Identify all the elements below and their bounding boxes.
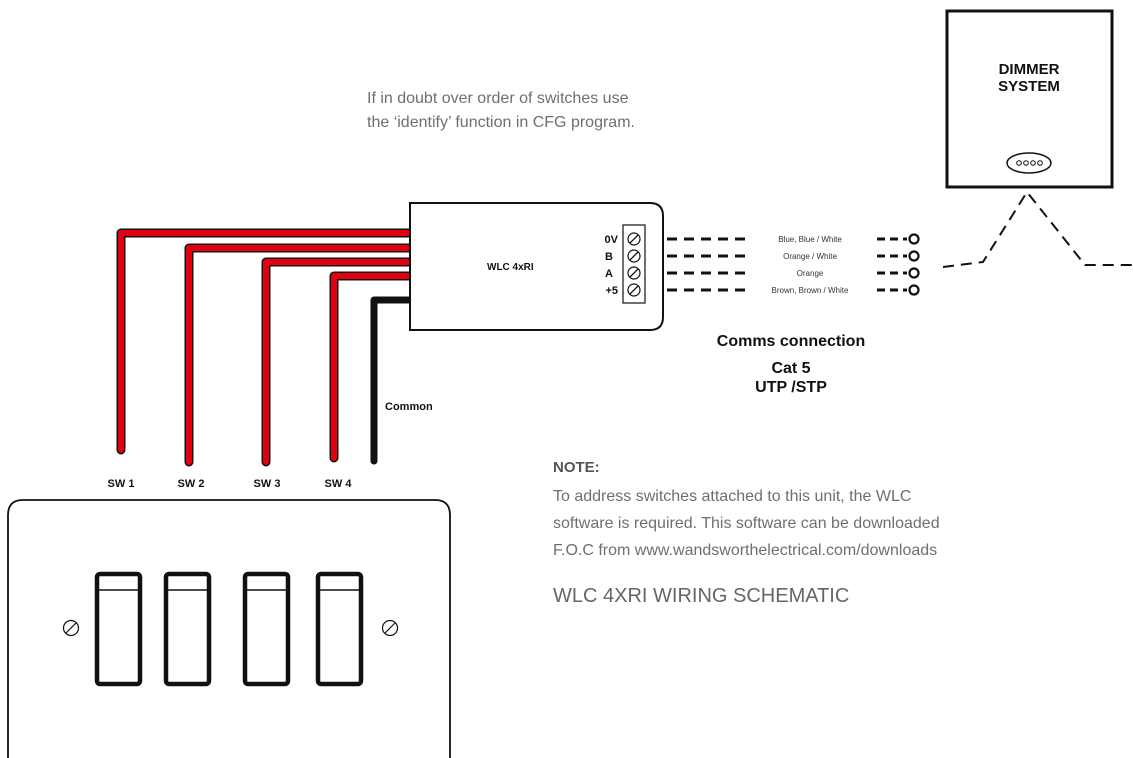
plate-outline: [7, 499, 451, 758]
wire-color-labels: Blue, Blue / White Orange / White Orange…: [772, 235, 849, 295]
terminal-label-a: A: [605, 268, 613, 280]
plate-screw-right: [381, 619, 399, 637]
rocker-sw2: [163, 571, 212, 687]
wire-sw1: [118, 230, 416, 453]
switch-plate: [7, 499, 451, 758]
switch-label-sw4: SW 4: [325, 478, 353, 490]
terminal-labels: 0V B A +5: [605, 234, 619, 297]
doubt-note-line-2: the ‘identify’ function in CFG program.: [367, 114, 635, 131]
terminal-label-plus5: +5: [605, 285, 618, 297]
comms-lines: [667, 237, 907, 292]
switch-label-sw3: SW 3: [254, 478, 281, 490]
doubt-note-line-1: If in doubt over order of switches use: [367, 90, 629, 107]
note-text-line-2: software is required. This software can …: [553, 515, 940, 532]
rocker-sw3: [242, 571, 291, 687]
wire-sw4: [331, 273, 416, 461]
wire-sw3-outline: [261, 257, 418, 467]
switch-wires-fill: [118, 230, 416, 465]
terminal-screw-slots: [629, 234, 639, 295]
common-label: Common: [385, 401, 433, 413]
note-heading: NOTE:: [553, 459, 600, 476]
dimmer-connector-pins: [1016, 160, 1043, 166]
switch-labels: SW 1 SW 2 SW 3 SW 4: [108, 478, 353, 490]
schematic-title: WLC 4XRI WIRING SCHEMATIC: [553, 585, 850, 607]
rocker-sw4: [315, 571, 364, 687]
comms-label-line-1: Comms connection: [717, 333, 865, 350]
dimmer-label-line-1: DIMMER: [999, 61, 1060, 78]
note-text-line-1: To address switches attached to this uni…: [553, 488, 912, 505]
end-terminal-icon: [908, 233, 920, 245]
dimmer-system: DIMMER SYSTEM: [945, 9, 1114, 189]
wire-common: [370, 296, 417, 465]
wire-color-label: Orange: [797, 269, 824, 278]
terminal-block: [622, 224, 646, 304]
wire-sw2: [186, 245, 416, 465]
comms-label-line-2: Cat 5: [771, 360, 810, 377]
switch-label-sw1: SW 1: [108, 478, 135, 490]
wire-sw3: [263, 259, 416, 465]
rocker-sw1: [94, 571, 143, 687]
controller-unit: WLC 4xRI 0V B A +5: [409, 202, 664, 331]
dimmer-link-dashed: [942, 190, 1133, 268]
controller-label: WLC 4xRI: [487, 262, 534, 273]
rocker-switches: [94, 571, 364, 687]
end-terminal-icon: [908, 267, 920, 279]
controller-box: [409, 202, 664, 331]
wire-color-label: Brown, Brown / White: [772, 286, 849, 295]
dimmer-label-line-2: SYSTEM: [998, 78, 1060, 95]
plate-screw-left: [62, 619, 80, 637]
end-terminal-icon: [908, 250, 920, 262]
comms-label-line-3: UTP /STP: [755, 379, 827, 396]
wire-color-label: Orange / White: [783, 252, 837, 261]
comms-connection-label: Comms connection Cat 5 UTP /STP: [717, 333, 865, 396]
dimmer-connector-port: [1006, 152, 1052, 174]
terminal-label-0v: 0V: [605, 234, 619, 246]
note-text-line-3: F.O.C from www.wandsworthelectrical.com/…: [553, 542, 938, 559]
terminal-label-b: B: [605, 251, 613, 263]
wire-color-label: Blue, Blue / White: [778, 235, 842, 244]
end-terminal-icon: [908, 284, 920, 296]
comms-end-terminals: [908, 233, 920, 296]
switch-label-sw2: SW 2: [178, 478, 205, 490]
